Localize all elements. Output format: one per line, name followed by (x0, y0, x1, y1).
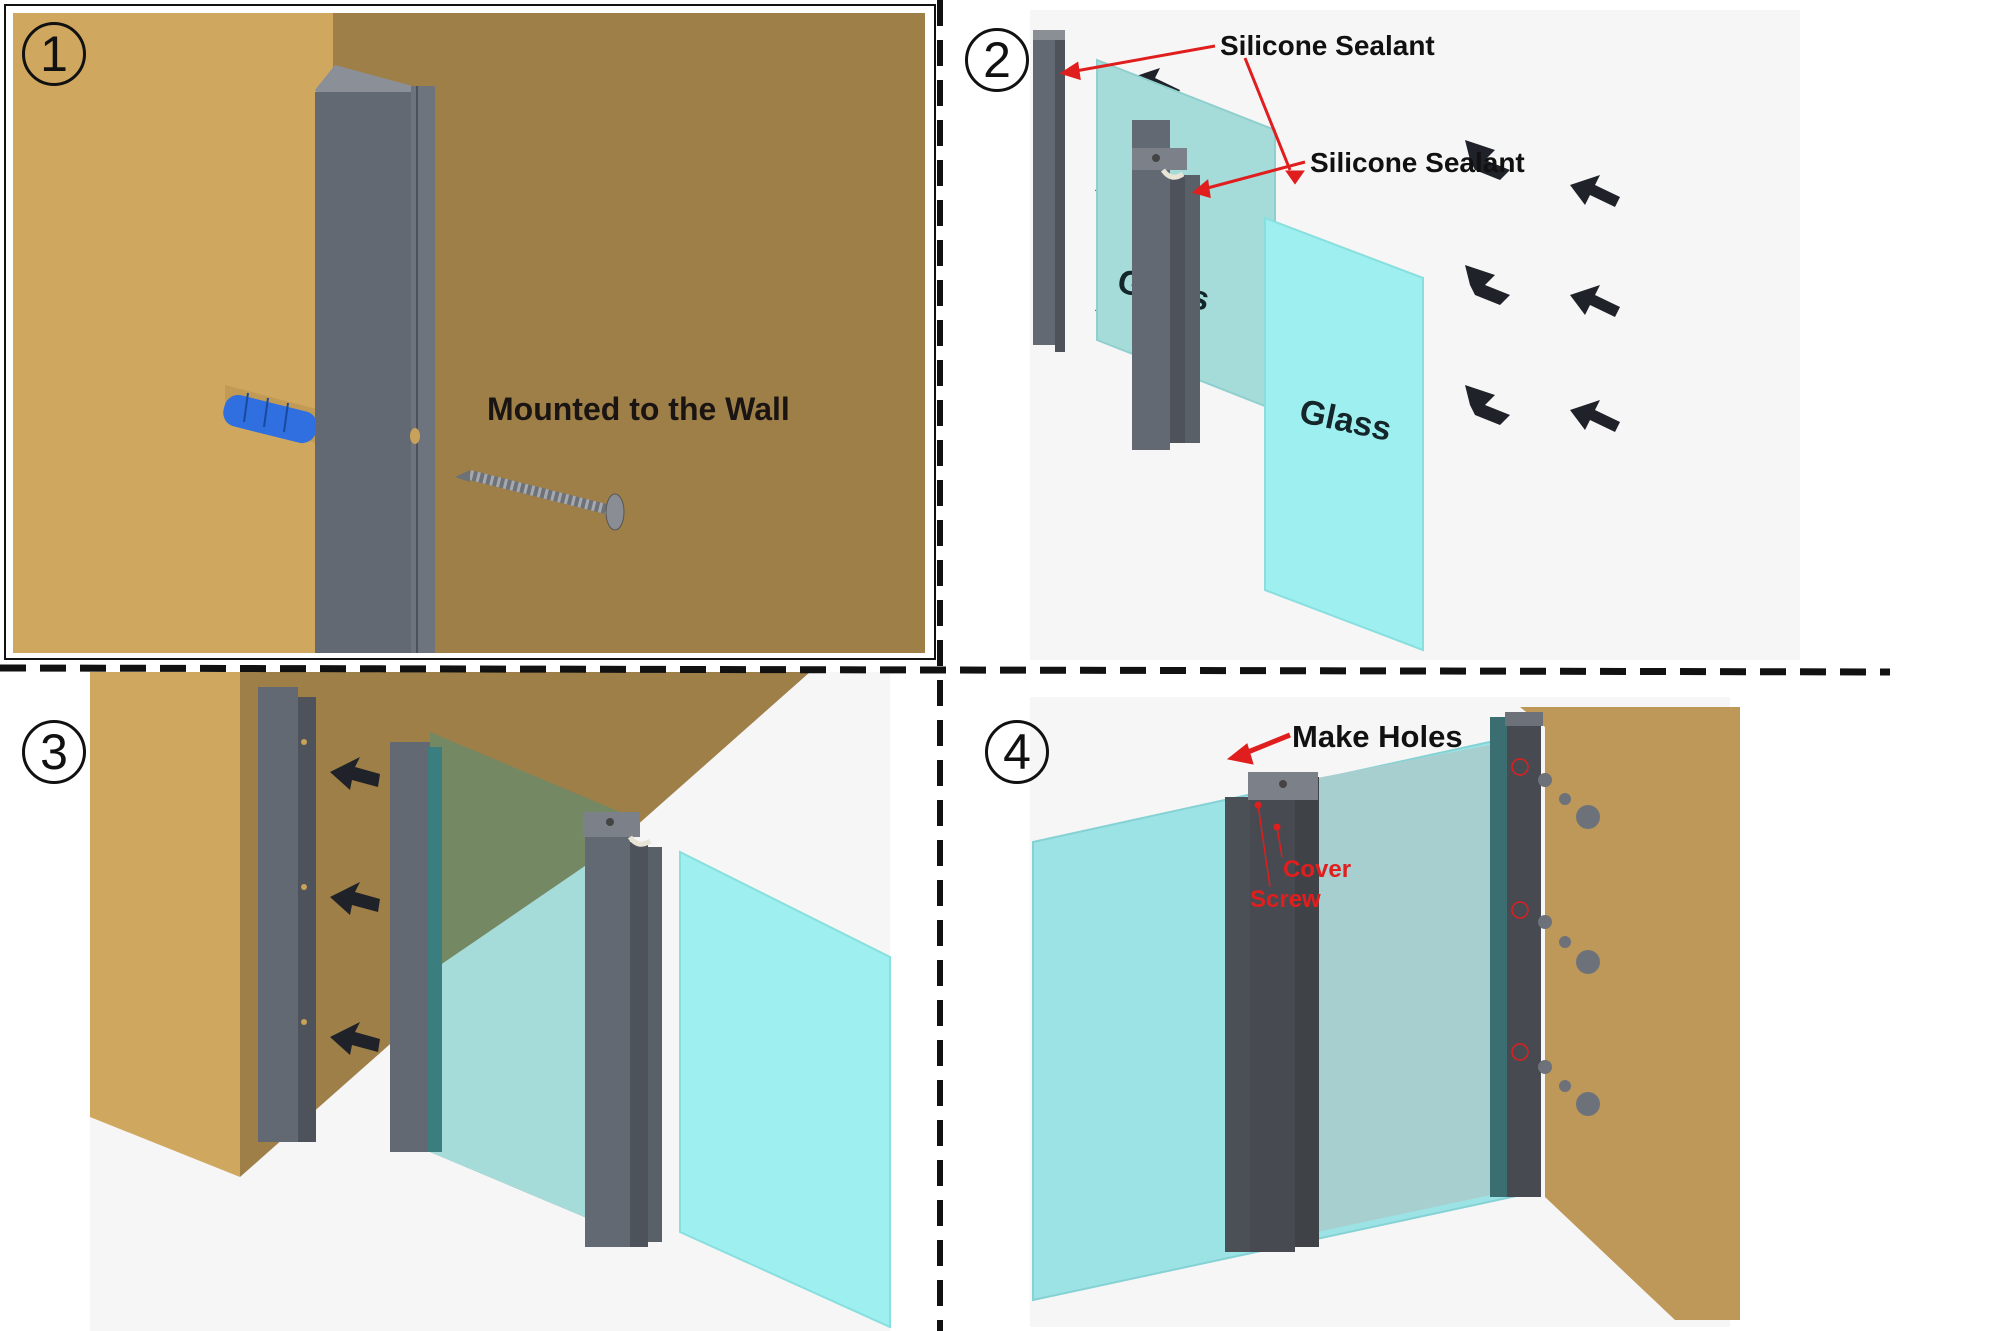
step-2-panel: Glass (945, 0, 2000, 665)
screw-icon (1538, 915, 1552, 929)
arrow-icon (1570, 400, 1620, 432)
wall-left-face (90, 672, 240, 1177)
mounted-to-wall-label: Mounted to the Wall (487, 391, 790, 427)
screw-icon (1538, 1060, 1552, 1074)
u-channel-profile (315, 65, 435, 653)
hole-marker (1511, 1043, 1529, 1061)
step-2-marker: 2 (965, 28, 1029, 92)
wall-plug-dowel (223, 385, 320, 445)
step-2-illustration: Glass (1030, 10, 1800, 660)
arrow-icon (1570, 175, 1620, 207)
silicone-sealant-label-top: Silicone Sealant (1220, 30, 1435, 61)
wall-profile (1490, 712, 1543, 1197)
center-clamp (1225, 772, 1319, 1252)
silicone-sealant-label-right: Silicone Sealant (1310, 147, 1525, 178)
step-1-illustration: Mounted to the Wall (4, 4, 936, 660)
center-clamp (583, 812, 662, 1247)
arrow-icon (1465, 265, 1510, 305)
arrow-icon (330, 757, 380, 790)
step-1-marker: 1 (22, 22, 86, 86)
cover-label: Cover (1283, 856, 1351, 883)
step-4-marker: 4 (985, 720, 1049, 784)
left-profile (1033, 30, 1065, 352)
glass-panel-right (679, 850, 891, 1329)
arrow-icon (1570, 285, 1620, 317)
glass-panel-mid (1270, 742, 1505, 1242)
wall (1520, 707, 1740, 1320)
step-4-illustration: Make Holes Cover Screw (1030, 697, 1740, 1327)
wall-left-face (13, 13, 333, 653)
screw (455, 470, 625, 531)
center-clamp (1132, 148, 1200, 450)
screw-icon (1559, 936, 1571, 948)
screws-and-covers (1538, 773, 1600, 1116)
step-1-panel: Mounted to the Wall 1 (0, 0, 940, 665)
screw-icon (1559, 793, 1571, 805)
cover-icon (1576, 1092, 1600, 1116)
arrow-icon (330, 882, 380, 915)
hole-marker (1511, 758, 1529, 776)
wall-profile (258, 687, 316, 1142)
screw-icon (1559, 1080, 1571, 1092)
hole-markers (1511, 758, 1529, 1061)
step-3-illustration (90, 672, 891, 1331)
make-holes-label: Make Holes (1292, 719, 1463, 754)
step-3-marker: 3 (22, 720, 86, 784)
callout-lines (1226, 732, 1291, 888)
arrow-icon (1465, 140, 1510, 180)
screw-icon (1538, 773, 1552, 787)
arrow-icon (330, 1022, 380, 1055)
hole-marker (1511, 901, 1529, 919)
screw-label: Screw (1250, 886, 1321, 913)
glass-panel-left-lower (430, 842, 620, 1232)
step-3-panel: 3 (0, 672, 940, 1331)
sealant-callout-lines (1059, 44, 1306, 199)
glass-panel-right (1264, 216, 1424, 652)
step-4-panel: Make Holes Cover Screw 4 (945, 672, 2000, 1331)
cover-icon (1576, 950, 1600, 974)
push-arrows (330, 757, 380, 1055)
arrow-icon (1465, 385, 1510, 425)
cover-icon (1576, 805, 1600, 829)
left-profile (390, 742, 442, 1152)
